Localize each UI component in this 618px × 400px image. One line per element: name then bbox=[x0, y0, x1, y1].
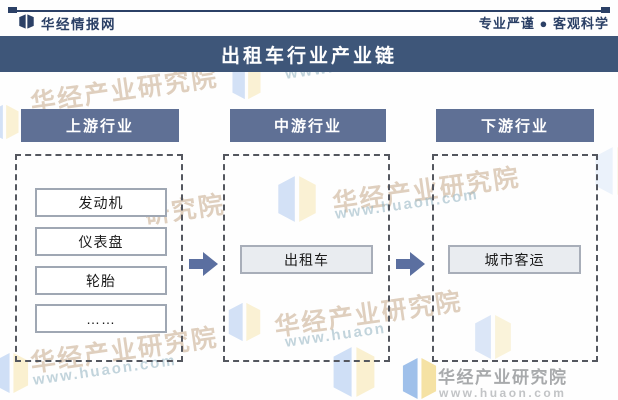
upstream-item-tires: 轮胎 bbox=[35, 266, 167, 295]
upstream-group-box bbox=[15, 154, 183, 362]
site-brand: 华经情报网 bbox=[41, 17, 116, 32]
huajing-book-logo-icon bbox=[18, 14, 35, 29]
upstream-item-dashboard: 仪表盘 bbox=[35, 227, 167, 256]
column-header-downstream: 下游行业 bbox=[436, 109, 594, 142]
upstream-item-engine: 发动机 bbox=[35, 188, 167, 217]
title-bar: 出租车行业产业链 bbox=[0, 36, 618, 72]
column-header-upstream: 上游行业 bbox=[21, 109, 179, 142]
right-arrow-icon bbox=[396, 252, 425, 276]
downstream-item-transit: 城市客运 bbox=[448, 245, 581, 274]
downstream-group-box bbox=[432, 154, 598, 362]
column-header-midstream: 中游行业 bbox=[230, 109, 386, 142]
page-title: 出租车行业产业链 bbox=[220, 45, 397, 67]
top-rule bbox=[8, 10, 610, 12]
watermark-logo-icon bbox=[0, 104, 21, 140]
upstream-item-ellipsis: …… bbox=[35, 304, 167, 333]
top-rule-right-cap bbox=[601, 7, 610, 13]
midstream-group-box bbox=[223, 154, 390, 362]
top-rule-left-cap bbox=[8, 7, 17, 13]
footer-brand: 华经产业研究院 bbox=[438, 368, 568, 387]
right-arrow-icon bbox=[189, 252, 218, 276]
site-slogan: 专业严谨 ● 客观科学 bbox=[478, 16, 609, 31]
huajing-book-logo-icon bbox=[400, 357, 439, 400]
footer-url: www.huaon.com bbox=[439, 386, 567, 400]
midstream-item-taxi: 出租车 bbox=[240, 245, 373, 274]
